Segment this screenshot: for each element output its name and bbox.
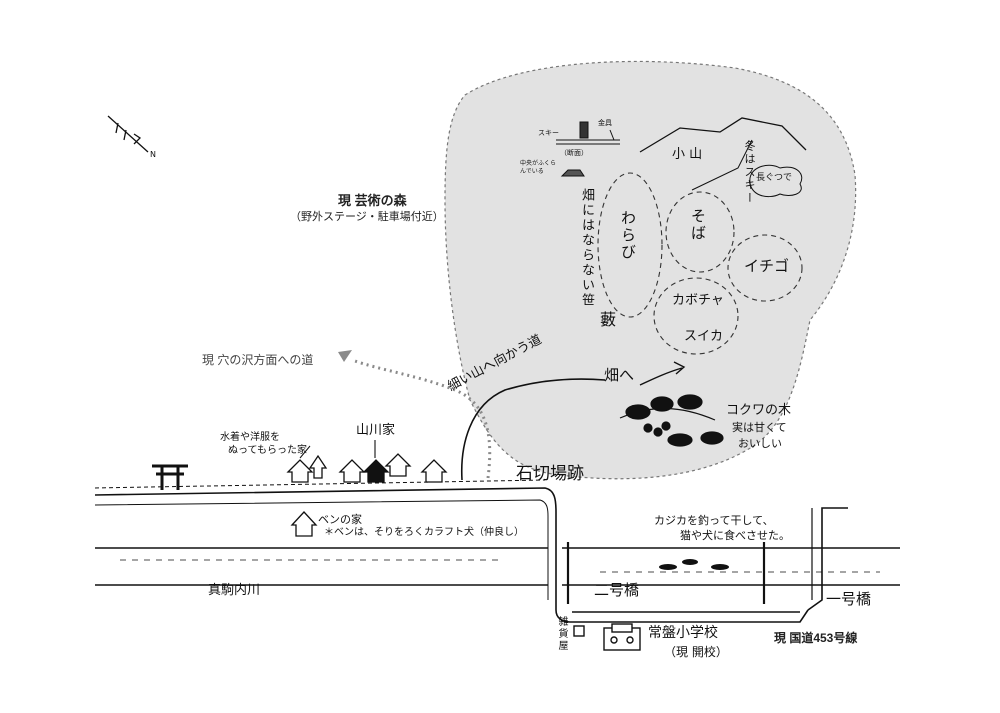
kokuwa-vine: [619, 394, 724, 447]
ben-house-label: ベンの家: [318, 513, 362, 526]
sewing-house-label-1: 水着や洋服を: [220, 432, 280, 443]
north-arrow-icon: N: [107, 115, 156, 159]
school-now-label: （現 開校）: [664, 645, 728, 659]
road-band: [94, 479, 848, 623]
sasa-label: 藪: [600, 310, 617, 329]
middle-bulge-label: 中央がふくらんでいる: [520, 160, 557, 175]
ski-sketch: [556, 121, 620, 177]
kajika-note-2: 猫や犬に食べさせた。: [680, 529, 790, 542]
art-forest-label: 現 芸術の森: [338, 193, 407, 208]
suika-label: スイカ: [684, 329, 724, 344]
long-note-cloud: [749, 164, 803, 198]
kajika-note-1: カジカを釣って干して、: [654, 514, 774, 527]
route-453-label: 現 国道453号線: [774, 631, 858, 645]
kabocha-label: カボチャ: [672, 293, 724, 308]
river-label: 真駒内川: [208, 583, 261, 598]
river: [95, 547, 900, 586]
sewing-pointer: [299, 445, 311, 459]
store-square-icon: [573, 625, 585, 637]
not-field-label: 畑にはならない笹: [579, 188, 594, 308]
small-mountain: [639, 117, 807, 153]
general-store-label: 雑貨屋: [556, 616, 567, 652]
quarry-label: 石切場跡: [516, 464, 584, 484]
torii-icon: [152, 464, 188, 490]
small-mountain-label: 小 山: [672, 147, 703, 162]
warabi-plot: [597, 172, 663, 318]
ichigo-label: イチゴ: [744, 257, 790, 275]
art-forest-sub-label: （野外ステージ・駐車場付近）: [290, 211, 444, 223]
ben-note: ＊ベンは、そりをろくカラフト犬（仲良し）: [324, 527, 524, 538]
sewing-house-label-2: ぬってもらった家: [228, 445, 307, 456]
house-icons: [286, 453, 448, 537]
soba-label: そば: [689, 208, 707, 242]
kokuwa-label: コクワの木: [726, 403, 792, 418]
school-label: 常盤小学校: [648, 625, 718, 641]
bridge-2-label: 二号橋: [594, 581, 640, 599]
ski-trail: [691, 139, 753, 191]
warabi-label: わらび: [619, 210, 637, 261]
kokuwa-note-1: 実は甘くて: [732, 421, 787, 434]
svg-text:N: N: [150, 150, 156, 159]
to-field-arrow: [639, 367, 683, 386]
to-anano-label: 現 穴の沢方面への道: [202, 353, 314, 367]
kokuwa-note-2: おいしい: [738, 437, 782, 450]
soba-plot: [665, 191, 735, 273]
cross-section-label: （断面）: [560, 149, 588, 157]
grey-dotted-path: [351, 358, 492, 479]
art-forest-area: [444, 60, 857, 480]
grey-arrow-head: [338, 350, 352, 362]
yamakawa-label: 山川家: [356, 423, 396, 438]
fish-icons: [659, 559, 729, 570]
bridge-1-label: 一号橋: [826, 590, 872, 608]
metal-label: 金具: [598, 119, 612, 127]
ski-label: スキー: [538, 129, 559, 137]
winter-ski-label: 冬はスキー: [743, 140, 756, 205]
mountain-path: [460, 378, 606, 481]
kabocha-plot: [653, 277, 739, 355]
ichigo-plot: [727, 234, 803, 302]
long-note-label: 長ぐつで: [756, 173, 793, 183]
school-building-icon: [603, 623, 641, 651]
to-field-label: 畑へ: [604, 366, 635, 384]
